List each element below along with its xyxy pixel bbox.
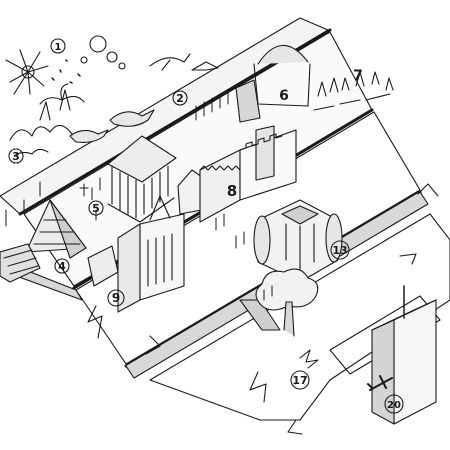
marker-2-label: 2 (176, 92, 184, 105)
market-stall-illustration (87, 245, 119, 287)
prehistoric-jungle (9, 53, 219, 157)
brick-wall-illustration (0, 243, 41, 283)
marker-20: 20 (384, 394, 404, 414)
marker-8-label: 8 (227, 182, 237, 200)
pyramid-illustration (25, 199, 87, 259)
marker-8: 8 (227, 182, 237, 200)
marker-5-label: 5 (92, 202, 100, 215)
marker-5: 5 (88, 200, 104, 216)
marker-6: 6 (279, 88, 289, 104)
marker-20-label: 20 (387, 400, 401, 411)
domed-building-illustration (235, 45, 311, 123)
marker-1: 1 (50, 38, 66, 54)
marker-7-label: 7 (353, 68, 363, 84)
marker-3-label: 3 (12, 150, 20, 163)
marker-6-label: 6 (279, 88, 289, 104)
marker-7: 7 (353, 68, 363, 84)
cathedral-illustration (117, 195, 185, 313)
marker-3: 3 (8, 148, 24, 164)
skyscraper-illustration (371, 285, 437, 425)
castle-illustration (199, 125, 297, 223)
planets-icon (80, 35, 126, 70)
round-fortress-illustration (253, 199, 343, 283)
marker-13: 13 (330, 240, 350, 260)
timeline-platform (0, 17, 429, 379)
marker-4: 4 (54, 258, 70, 274)
marker-17: 17 (290, 370, 310, 390)
timeline-arrow-icons (87, 183, 439, 435)
marker-13-label: 13 (332, 244, 347, 257)
battle-figures-illustration (313, 71, 394, 111)
big-bang-burst-icon (5, 49, 81, 95)
marker-9-label: 9 (112, 291, 120, 305)
mushroom-tree-illustration (255, 268, 319, 369)
marker-4-label: 4 (58, 260, 66, 273)
marker-9: 9 (107, 289, 125, 307)
marker-17-label: 17 (292, 374, 307, 387)
greek-temple-illustration (107, 135, 177, 223)
airplane-icon (367, 375, 393, 391)
marker-1-label: 1 (55, 42, 62, 53)
crowd-figures-illustration (5, 89, 273, 301)
marker-2: 2 (172, 90, 188, 106)
